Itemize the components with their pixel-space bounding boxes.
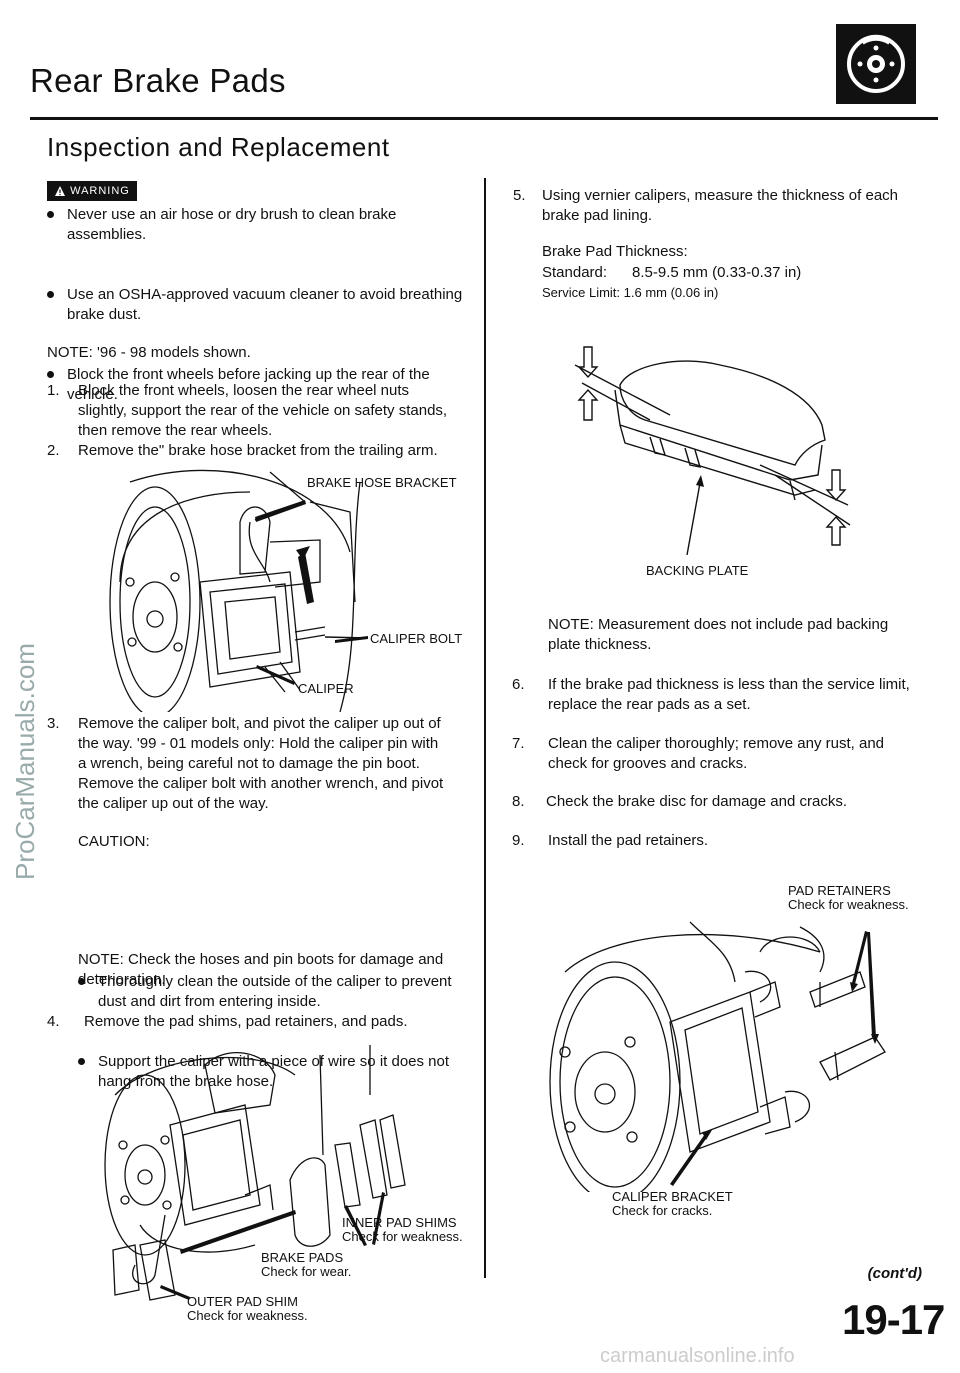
step-number: 2.: [47, 442, 60, 459]
step-7: Clean the caliper thoroughly; remove any…: [548, 735, 885, 772]
warning-item: Use an OSHA-approved vacuum cleaner to a…: [47, 285, 467, 325]
label-backing-plate: BACKING PLATE: [646, 563, 749, 578]
label-caliper-bracket: CALIPER BRACKET: [612, 1189, 733, 1204]
label-outer-pad-shim-note: Check for weakness.: [187, 1308, 308, 1323]
note-hoses: NOTE: Check the hoses and pin boots for …: [78, 951, 444, 988]
caliper-figure: [109, 469, 369, 712]
note-models: NOTE: '96 - 98 models shown.: [47, 344, 251, 361]
caution-item: Thoroughly clean the outside of the cali…: [78, 972, 468, 1012]
section-title: Inspection and Replacement: [47, 132, 390, 162]
caution-item: Support the caliper with a piece of wire…: [78, 1052, 468, 1092]
label-brake-pads-note: Check for wear.: [261, 1264, 352, 1279]
step-number: 8.: [512, 793, 525, 810]
warning-triangle-icon: [55, 186, 66, 196]
side-watermark-text: ProCarManuals.com: [10, 643, 40, 880]
step-number: 3.: [47, 715, 60, 732]
step-5: Using vernier calipers, measure the thic…: [542, 187, 899, 224]
spec-heading: Brake Pad Thickness:: [542, 243, 688, 260]
label-brake-pads: BRAKE PADS: [261, 1250, 344, 1265]
step-number: 4.: [47, 1013, 60, 1030]
retainer-figure: [549, 921, 886, 1192]
step-number: 7.: [512, 735, 525, 752]
label-caliper-bolt: CALIPER BOLT: [370, 631, 463, 646]
label-inner-pad-shims: INNER PAD SHIMS: [342, 1215, 457, 1230]
step-8: Check the brake disc for damage and crac…: [546, 793, 847, 810]
step-number: 5.: [513, 187, 526, 204]
label-inner-pad-shims-note: Check for weakness.: [342, 1229, 463, 1244]
brake-disc-icon: [836, 24, 916, 104]
step-3: Remove the caliper bolt, and pivot the c…: [78, 715, 444, 812]
warning-item: Never use an air hose or dry brush to cl…: [47, 205, 467, 245]
continued-label: (cont'd): [867, 1265, 922, 1282]
step-number: 6.: [512, 676, 525, 693]
step-number: 1.: [47, 382, 60, 399]
page-title: Rear Brake Pads: [30, 62, 286, 99]
warning-item: Block the front wheels before jacking up…: [47, 365, 467, 405]
label-caliper: CALIPER: [298, 681, 354, 696]
step-9: Install the pad retainers.: [548, 832, 709, 849]
page-number: 19-17: [842, 1296, 945, 1343]
column-divider: [484, 178, 486, 1278]
spec-standard: Standard: 8.5-9.5 mm (0.33-0.37 in): [542, 264, 802, 281]
label-outer-pad-shim: OUTER PAD SHIM: [187, 1294, 298, 1309]
header-rule: [30, 117, 938, 120]
bottom-watermark: carmanualsonline.info: [600, 1345, 795, 1367]
caution-heading: CAUTION:: [78, 833, 150, 850]
label-pad-retainers: PAD RETAINERS: [788, 883, 891, 898]
spec-service-limit: Service Limit: 1.6 mm (0.06 in): [542, 285, 719, 300]
step-6: If the brake pad thickness is less than …: [548, 676, 910, 713]
pad-thickness-figure: [574, 346, 851, 555]
step-4: Remove the pad shims, pad retainers, and…: [84, 1013, 408, 1030]
note-measurement: NOTE: Measurement does not include pad b…: [548, 616, 889, 653]
warning-badge: WARNING: [47, 181, 137, 201]
label-pad-retainers-note: Check for weakness.: [788, 897, 909, 912]
warning-badge-label: WARNING: [70, 185, 130, 197]
step-1: Block the front wheels, loosen the rear …: [78, 382, 448, 439]
label-brake-hose-bracket: BRAKE HOSE BRACKET: [307, 475, 457, 490]
pad-removal-figure: [104, 1045, 406, 1301]
label-caliper-bracket-note: Check for cracks.: [612, 1203, 713, 1218]
step-2: Remove the" brake hose bracket from the …: [78, 442, 438, 459]
step-number: 9.: [512, 832, 525, 849]
side-watermark: ProCarManuals.com: [8, 560, 48, 880]
